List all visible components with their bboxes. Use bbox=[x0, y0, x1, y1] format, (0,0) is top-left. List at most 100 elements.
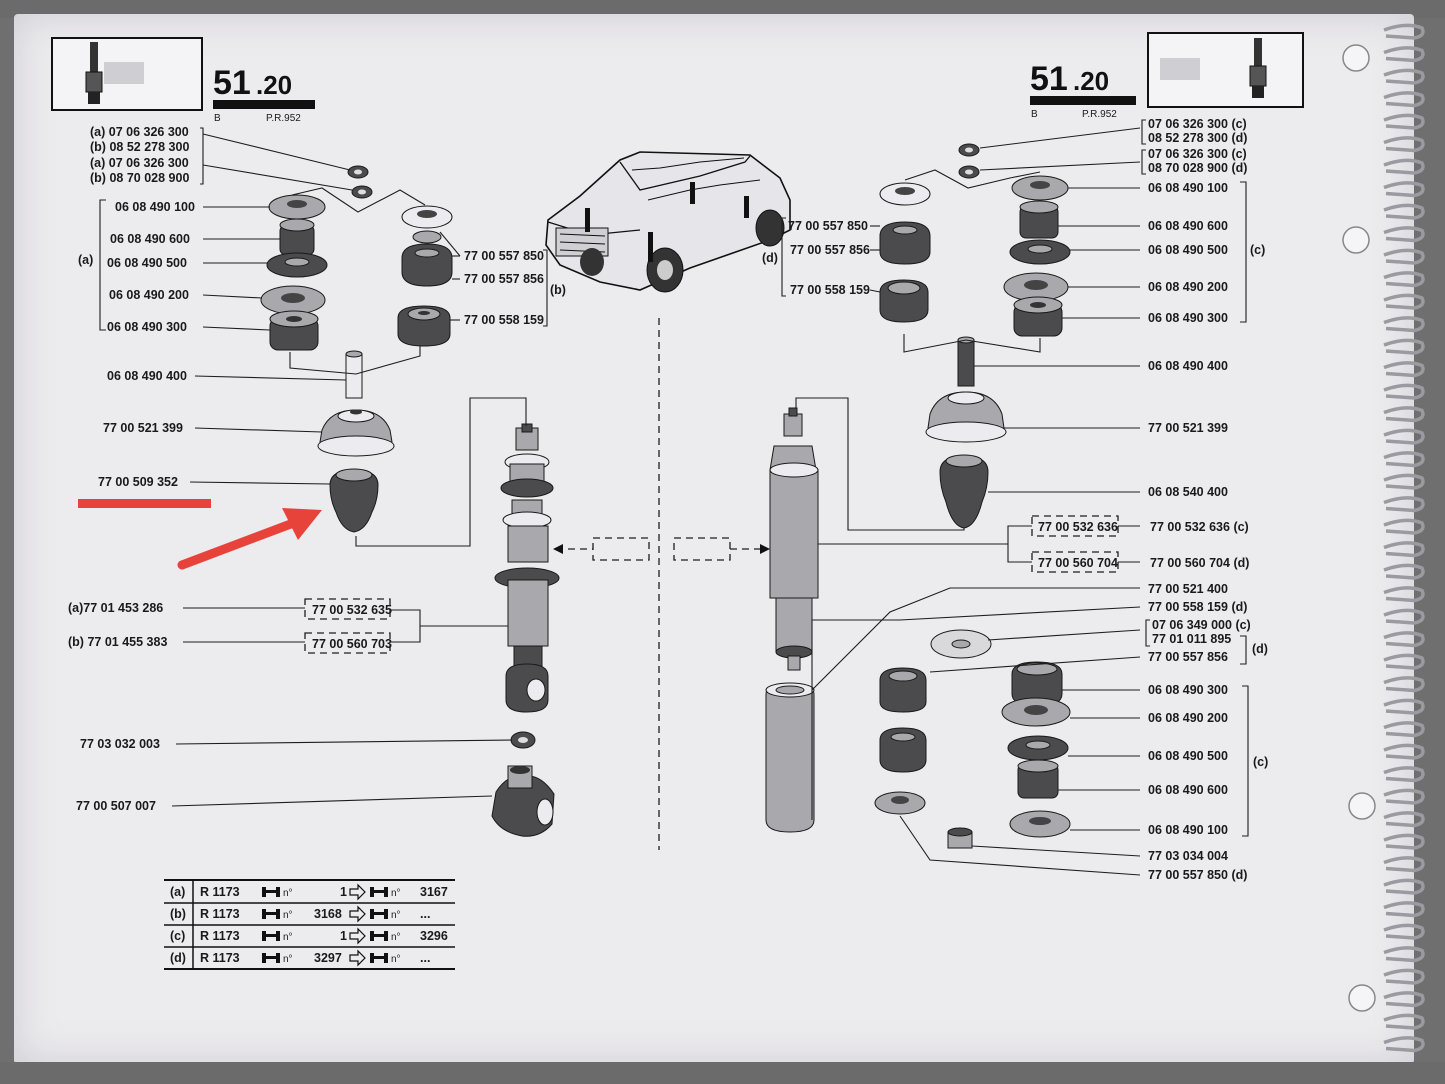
legend-symbol: n° bbox=[391, 910, 401, 921]
svg-text:77 00 557 850: 77 00 557 850 bbox=[788, 219, 868, 233]
vehicle-number-icon bbox=[262, 887, 280, 897]
shock-absorber-thumbnail-icon bbox=[1160, 38, 1267, 98]
binding-ring bbox=[1383, 743, 1425, 760]
left-top-nuts bbox=[347, 165, 373, 199]
legend-symbol: n° bbox=[283, 888, 293, 899]
binding-ring bbox=[1383, 608, 1425, 625]
vehicle-number-icon bbox=[370, 909, 388, 919]
svg-text:07 06 349 000 (c): 07 06 349 000 (c) bbox=[1152, 618, 1251, 632]
svg-text:06 08 490 500: 06 08 490 500 bbox=[107, 256, 187, 270]
binding-ring bbox=[1383, 451, 1425, 468]
svg-text:77 03 032 003: 77 03 032 003 bbox=[80, 737, 160, 751]
binding-ring bbox=[1383, 653, 1425, 670]
svg-text:77 00 557 850 (d): 77 00 557 850 (d) bbox=[1148, 868, 1247, 882]
binding-ring bbox=[1383, 496, 1425, 513]
right-lower-c-stack bbox=[1001, 661, 1071, 838]
binding-ring bbox=[1383, 721, 1425, 738]
legend-to: 3296 bbox=[420, 929, 448, 943]
left-labels: (a) 07 06 326 300 (b) 08 52 278 300 (a) … bbox=[68, 125, 566, 813]
svg-text:77 00 521 399: 77 00 521 399 bbox=[1148, 421, 1228, 435]
svg-text:77 00 560 704 (d): 77 00 560 704 (d) bbox=[1150, 556, 1249, 570]
binding-ring bbox=[1383, 428, 1425, 445]
binding-ring bbox=[1383, 91, 1425, 108]
legend-model: R 1173 bbox=[200, 907, 240, 921]
punch-hole bbox=[1348, 984, 1376, 1012]
highlight-underline bbox=[78, 499, 211, 508]
arrow-right-icon bbox=[349, 883, 366, 901]
left-stack-b bbox=[397, 205, 453, 347]
wheel bbox=[755, 209, 785, 247]
svg-text:77 03 034 004: 77 03 034 004 bbox=[1148, 849, 1228, 863]
svg-text:06 08 490 100: 06 08 490 100 bbox=[1148, 181, 1228, 195]
right-shock-absorber bbox=[765, 407, 819, 833]
right-boot-and-bump-stop bbox=[925, 336, 1007, 529]
binding-ring bbox=[1383, 1036, 1425, 1053]
svg-text:(b) 08 52 278 300: (b) 08 52 278 300 bbox=[90, 140, 189, 154]
svg-text:06 08 490 600: 06 08 490 600 bbox=[110, 232, 190, 246]
svg-text:06 08 490 300: 06 08 490 300 bbox=[107, 320, 187, 334]
background-frame bbox=[0, 0, 1445, 18]
legend-model: R 1173 bbox=[200, 929, 240, 943]
binding-ring bbox=[1383, 203, 1425, 220]
arrow-right-icon bbox=[349, 927, 366, 945]
legend-tag: (a) bbox=[170, 885, 185, 899]
car-illustration bbox=[545, 151, 791, 293]
legend-to: ... bbox=[420, 907, 430, 921]
legend-symbol: n° bbox=[283, 932, 293, 943]
svg-text:77 01 011 895: 77 01 011 895 bbox=[1152, 632, 1231, 646]
vehicle-number-icon bbox=[370, 953, 388, 963]
svg-text:08 70 028 900 (d): 08 70 028 900 (d) bbox=[1148, 161, 1247, 175]
svg-text:06 08 490 200: 06 08 490 200 bbox=[109, 288, 189, 302]
binding-ring bbox=[1383, 901, 1425, 918]
vehicle-number-icon bbox=[262, 909, 280, 919]
svg-text:(d): (d) bbox=[1252, 642, 1268, 656]
svg-text:77 00 557 850: 77 00 557 850 bbox=[464, 249, 544, 263]
right-top-nuts bbox=[958, 143, 980, 179]
svg-text:06 08 490 100: 06 08 490 100 bbox=[1148, 823, 1228, 837]
left-shock-absorber bbox=[494, 423, 560, 713]
legend-symbol: n° bbox=[283, 954, 293, 965]
svg-text:06 08 490 200: 06 08 490 200 bbox=[1148, 711, 1228, 725]
background-frame-bottom bbox=[0, 1062, 1445, 1084]
vehicle-number-icon bbox=[370, 931, 388, 941]
binding-ring bbox=[1383, 293, 1425, 310]
svg-text:(a) 07 06 326 300: (a) 07 06 326 300 bbox=[90, 156, 189, 170]
svg-text:77 00 507 007: 77 00 507 007 bbox=[76, 799, 156, 813]
svg-text:77 00 509 352: 77 00 509 352 bbox=[98, 475, 178, 489]
legend-symbol: n° bbox=[391, 932, 401, 943]
legend-from: 3297 bbox=[314, 951, 342, 965]
arrow-right-icon bbox=[349, 949, 366, 967]
left-stack-a bbox=[260, 194, 328, 351]
left-boot-and-bump-stop bbox=[317, 350, 395, 533]
binding-ring bbox=[1383, 946, 1425, 963]
svg-text:77 00 557 856: 77 00 557 856 bbox=[790, 243, 870, 257]
binding-ring bbox=[1383, 856, 1425, 873]
legend-from: 3168 bbox=[314, 907, 342, 921]
page-number-sub: .20 bbox=[1073, 66, 1109, 96]
binding-ring bbox=[1383, 991, 1425, 1008]
svg-text:(a)77 01 453 286: (a)77 01 453 286 bbox=[68, 601, 163, 615]
svg-text:77 00 558 159: 77 00 558 159 bbox=[464, 313, 544, 327]
legend-symbol: n° bbox=[391, 888, 401, 899]
binding-ring bbox=[1383, 248, 1425, 265]
binding-ring bbox=[1383, 878, 1425, 895]
legend-model: R 1173 bbox=[200, 885, 240, 899]
binding-ring bbox=[1383, 968, 1425, 985]
punch-hole bbox=[1342, 226, 1370, 254]
page-number-main: 51 bbox=[213, 64, 251, 102]
svg-text:77 00 532 636 (c): 77 00 532 636 (c) bbox=[1150, 520, 1249, 534]
svg-text:77 00 557 856: 77 00 557 856 bbox=[464, 272, 544, 286]
pr-reference: P.R.952 bbox=[266, 113, 301, 124]
binding-ring bbox=[1383, 788, 1425, 805]
svg-text:(b) 77 01 455 383: (b) 77 01 455 383 bbox=[68, 635, 167, 649]
highlight-annotation bbox=[78, 499, 322, 570]
binding-ring bbox=[1383, 68, 1425, 85]
page-number-sub: .20 bbox=[256, 70, 292, 100]
binding-ring bbox=[1383, 676, 1425, 693]
arrow-right-icon bbox=[349, 905, 366, 923]
binding-ring bbox=[1383, 1013, 1425, 1030]
legend-to: ... bbox=[420, 951, 430, 965]
right-lower-d-stack bbox=[874, 629, 992, 849]
svg-text:(a) 07 06 326 300: (a) 07 06 326 300 bbox=[90, 125, 189, 139]
